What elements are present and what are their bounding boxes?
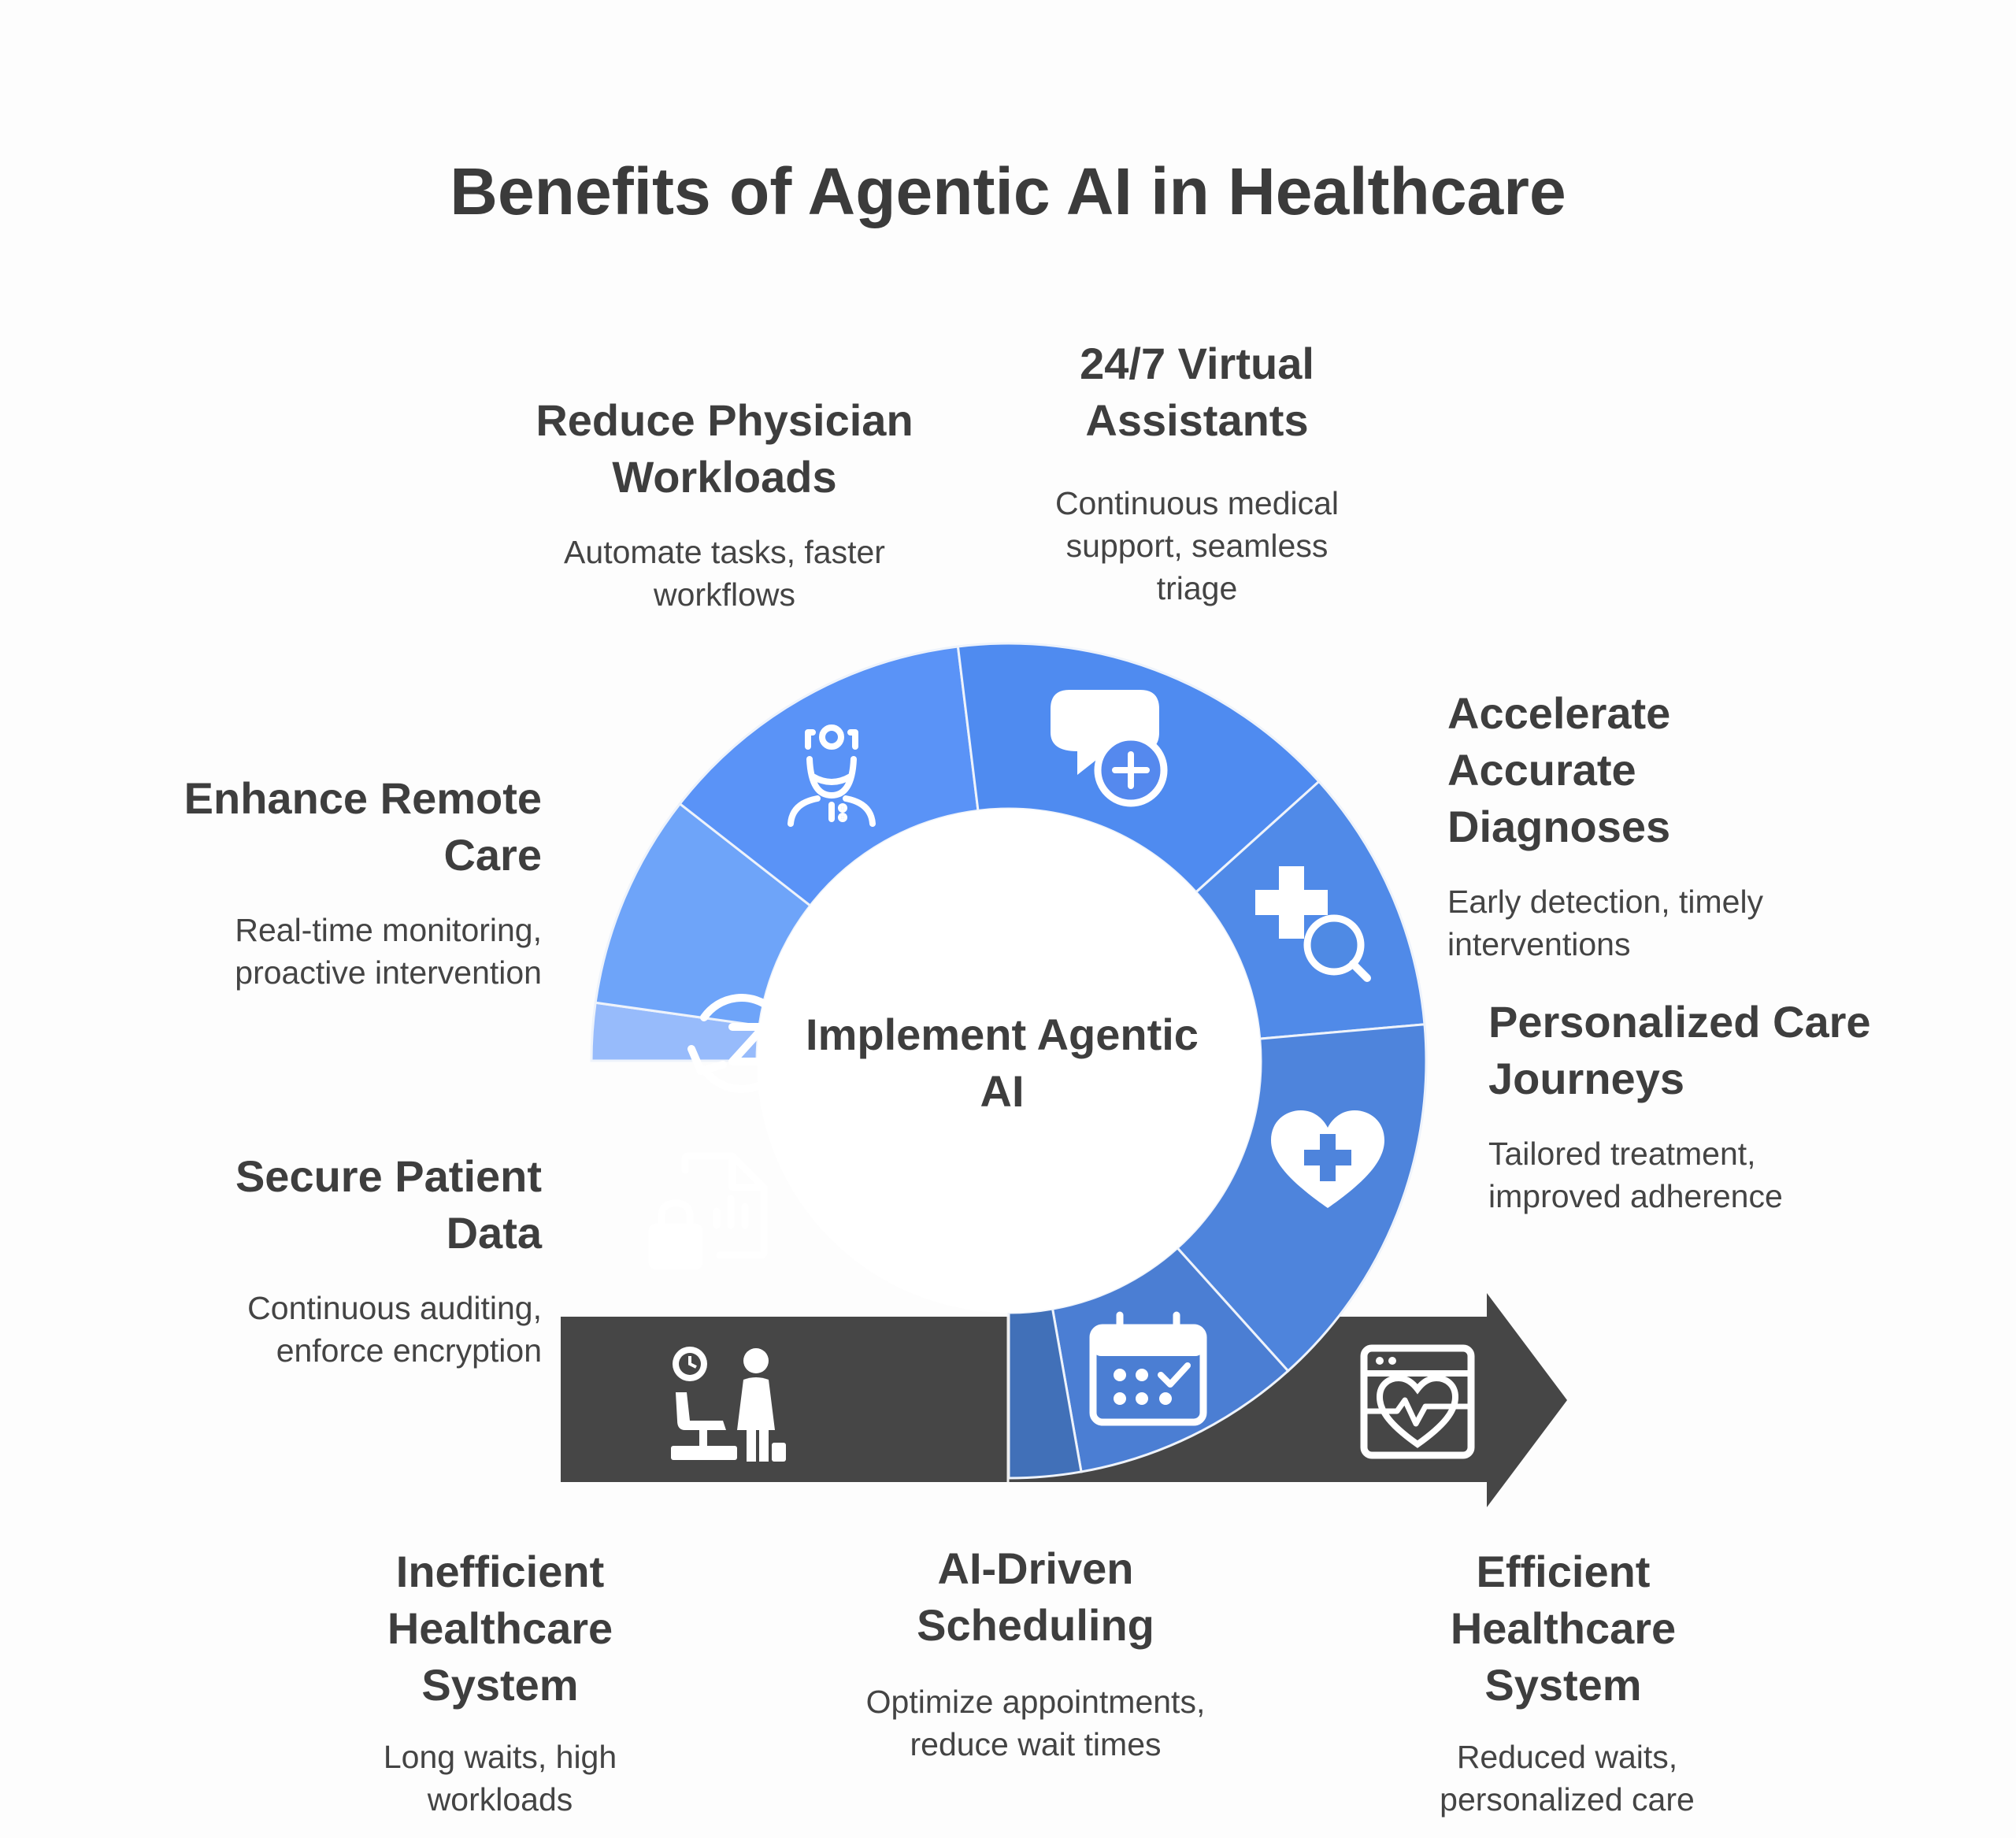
end-title: Efficient Healthcare System <box>1450 1547 1677 1710</box>
benefit-title-personalized: Personalized Care Journeys <box>1488 997 1871 1103</box>
center-label: Implement Agentic AI <box>806 1010 1199 1116</box>
page-title: Benefits of Agentic AI in Healthcare <box>450 154 1566 228</box>
benefit-title-secure: Secure Patient Data <box>235 1151 542 1258</box>
benefit-desc-scheduling: Optimize appointments, reduce wait times <box>865 1684 1206 1762</box>
lock-chart-icon <box>648 1152 768 1270</box>
benefit-desc-remote: Real-time monitoring, proactive interven… <box>235 912 542 991</box>
benefit-title-diagnoses: Accelerate Accurate Diagnoses <box>1447 688 1671 851</box>
heart-plus-icon <box>1271 1110 1384 1208</box>
waiting-room-icon <box>671 1347 786 1462</box>
ring-center <box>757 809 1261 1313</box>
benefit-desc-workloads: Automate tasks, faster workflows <box>564 534 885 613</box>
calendar-check-icon <box>1089 1311 1207 1426</box>
end-desc: Reduced waits, personalized care <box>1440 1739 1695 1818</box>
benefit-desc-personalized: Tailored treatment, improved adherence <box>1488 1136 1783 1214</box>
benefit-desc-secure: Continuous auditing, enforce encryption <box>247 1290 542 1369</box>
benefit-title-assistants: 24/7 Virtual Assistants <box>1080 339 1314 445</box>
benefit-title-remote: Enhance Remote Care <box>183 773 542 880</box>
start-desc: Long waits, high workloads <box>383 1739 617 1818</box>
chat-plus-icon <box>1051 690 1168 807</box>
medical-search-icon <box>1255 866 1371 982</box>
start-title: Inefficient Healthcare System <box>387 1547 613 1710</box>
benefit-desc-assistants: Continuous medical support, seamless tri… <box>1054 485 1340 606</box>
sync-z-icon <box>687 994 791 1093</box>
doctor-icon <box>788 724 876 827</box>
benefit-title-workloads: Reduce Physician Workloads <box>536 395 914 502</box>
benefit-desc-diagnoses: Early detection, timely interventions <box>1447 884 1764 962</box>
heart-monitor-icon <box>1360 1344 1475 1459</box>
benefit-title-scheduling: AI-Driven Scheduling <box>917 1543 1154 1650</box>
